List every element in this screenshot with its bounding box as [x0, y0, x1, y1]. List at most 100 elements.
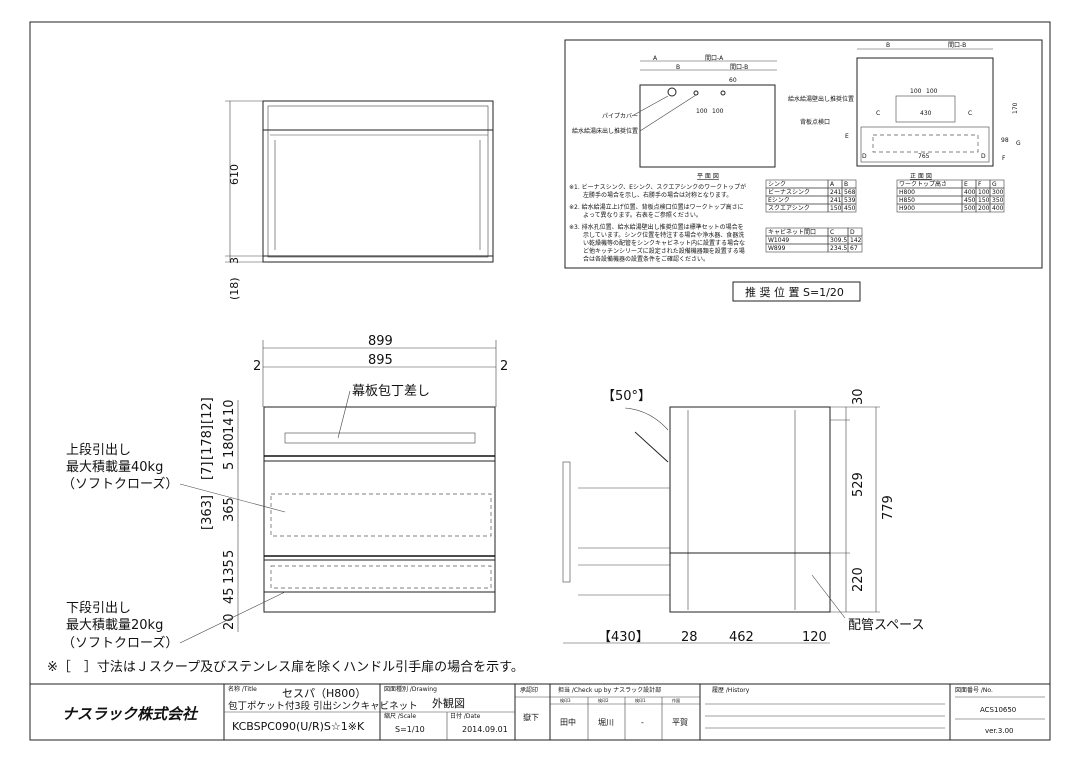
dim-left-180: 180: [222, 433, 237, 458]
front-label-c1: C: [876, 110, 880, 117]
history-label: 履歴 /History: [712, 687, 750, 694]
cabinet-table-cell: 309.5: [830, 237, 847, 244]
model-number: KCBSPC090(U/R)S☆1※K: [232, 720, 365, 733]
front-dim-100a: 100: [910, 88, 922, 95]
worktop-table-cell: 400: [992, 205, 1004, 212]
lower-drawer-box: [270, 565, 492, 589]
sink-table-cell-border: [841, 203, 857, 213]
checker-3: 田中: [560, 717, 576, 727]
dim-3: 3: [228, 257, 241, 264]
dim-100b: 100: [712, 108, 724, 115]
dim-430: 【430】: [598, 630, 649, 645]
dim-left-5: 5: [222, 462, 237, 470]
worktop-table-cell: 400: [964, 189, 976, 196]
worktop-table-cell: 350: [992, 197, 1004, 204]
approver: 嶽下: [523, 713, 539, 722]
sink-table-cell: Eシンク: [768, 197, 790, 204]
worktop-table-cell: 300: [992, 189, 1004, 196]
cabinet-side: [669, 406, 831, 613]
worktop-table-cell: ワークトップ高さ: [899, 180, 947, 188]
dim-left-10: 10: [222, 399, 237, 416]
cabinet-table-cell-border: [847, 243, 863, 253]
worktop-table-cell: H850: [899, 197, 915, 204]
notes: ※1. ビーナスシンク、Eシンク、スクエアシンクのワークトップが 左勝手の場合を…: [569, 183, 746, 263]
checker-2: 堀川: [598, 718, 614, 727]
recommend-caption: 推 奨 位 置 S=1/20: [745, 285, 844, 299]
label-b: B: [676, 64, 680, 71]
label-open-b: 間口-B: [730, 64, 748, 71]
front-label-d2: D: [981, 153, 986, 160]
sink-table-cell: B: [844, 181, 848, 188]
dim-bracket: [178]: [200, 425, 215, 460]
sink-table-cell: 241: [830, 189, 842, 196]
drafter-label: 作図: [672, 697, 680, 703]
label-open-a: 間口-A: [705, 55, 724, 62]
version: ver.3.00: [985, 727, 1014, 735]
dim-18: (18): [228, 277, 241, 300]
worktop-table-cell: 450: [964, 197, 976, 204]
dim-895: 895: [368, 353, 393, 368]
dim-28: 28: [681, 630, 698, 645]
drafter: 平賀: [672, 717, 688, 727]
worktop-table-cell-border: [989, 203, 1005, 213]
front-label-b: B: [886, 42, 890, 49]
checker-label-1: 検印1: [635, 697, 646, 703]
front-label-f: F: [1002, 155, 1006, 162]
note-2b: よって異なります。右表をご参照ください。: [583, 211, 702, 219]
drawing-type: 外観図: [432, 696, 465, 710]
cabinet-table-cell: C: [830, 229, 834, 236]
dim-30: 30: [851, 388, 866, 405]
scale-label: 縮尺 /Scale: [384, 712, 416, 720]
drain-hole: [667, 87, 677, 97]
sink-table-cell: シンク: [768, 181, 786, 188]
dim-100a: 100: [696, 108, 708, 115]
dim-529: 529: [851, 472, 866, 497]
note-3d: ど他キッチンシリーズに設定された設備機器類を設置する場: [583, 247, 745, 255]
front-label-c2: C: [968, 110, 972, 117]
worktop-table-cell: G: [992, 181, 997, 188]
dim-2-left: 2: [253, 359, 261, 374]
lower-drawer-label: 下段引出し: [66, 601, 131, 616]
worktop-table-cell: E: [964, 181, 968, 188]
front-label-e: E: [845, 133, 849, 140]
label-a: A: [653, 55, 658, 62]
worktop-table-cell: F: [978, 181, 982, 188]
pipe-cover-label: パイプカバー: [602, 113, 638, 120]
sink-table-cell: A: [830, 181, 835, 188]
front-view-outline: [856, 57, 994, 167]
cabinet-table-cell: 142: [850, 237, 862, 244]
dim-left-365: 365: [222, 497, 237, 522]
lower-drawer-load: 最大積載量20kg: [66, 618, 163, 633]
cabinet-front: [263, 406, 496, 613]
pipe-space-label: 配管スペース: [848, 618, 924, 633]
product-name: セスパ（H800）: [282, 687, 366, 700]
upper-drawer-load: 最大積載量40kg: [66, 460, 163, 475]
name-label: 名称 /Title: [228, 685, 257, 693]
checker-1: -: [641, 718, 644, 727]
front-label-g: G: [1016, 140, 1021, 147]
dim-left-135: 135: [222, 559, 237, 584]
note-1: ※1. ビーナスシンク、Eシンク、スクエアシンクのワークトップが: [569, 183, 746, 191]
front-view: 899 895 2 2 幕板包丁差し 1014180536551354520[1…: [62, 334, 508, 651]
cabinet-table-cell: キャビネット間口: [768, 228, 816, 236]
dim-left-20: 20: [222, 613, 237, 630]
dim-220: 220: [851, 567, 866, 592]
note-2: ※2. 給水給湯立上げ位置、背板点検口位置はワークトップ高さに: [569, 203, 744, 211]
cabinet-table-cell: W1049: [768, 237, 789, 244]
dim-left-45: 45: [222, 587, 237, 604]
cabinet-table-cell: D: [850, 229, 855, 236]
front-dim-765: 765: [918, 153, 930, 160]
footnote: ※［ ］寸法はＪスクープ及びステンレス扉を除くハンドル引手扉の場合を示す。: [47, 659, 524, 675]
checker-label-2: 検印2: [598, 697, 609, 703]
number-label: 図面番号 /No.: [955, 687, 993, 694]
front-dim-170: 170: [1012, 102, 1019, 114]
sink-table-cell: 568: [844, 189, 856, 196]
note-1b: 左勝手の場合を示し、右勝手の場合は対称となります。: [583, 191, 732, 199]
note-3: ※3. 排水孔位置、給水給湯壁出し推奨位置は標準セットの場合を: [569, 223, 744, 231]
dim-bracket: [12]: [200, 397, 215, 424]
recommend-caption-box: [732, 281, 861, 302]
cabinet-table-cell: 67: [850, 245, 858, 252]
worktop-table-cell: H800: [899, 189, 915, 196]
dim-bracket: [363]: [200, 495, 215, 530]
